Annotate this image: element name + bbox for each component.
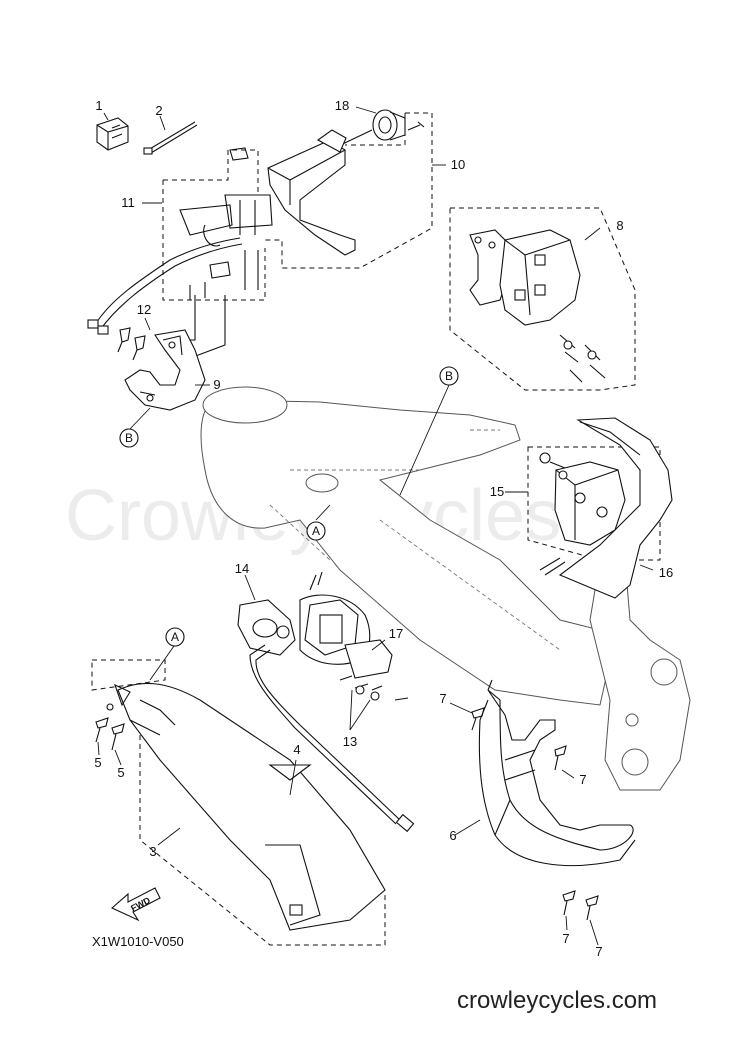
- svg-text:B: B: [125, 431, 133, 445]
- part-12-screws: [117, 327, 146, 361]
- fwd-arrow-icon: FWD: [110, 887, 161, 922]
- callout-18: 18: [335, 98, 349, 113]
- wire-harness-9: [87, 237, 243, 361]
- part-8-bracket: [469, 229, 606, 383]
- part-5-screws: [95, 703, 125, 751]
- callout-10: 10: [451, 157, 465, 172]
- part-15-bracket: [539, 452, 626, 576]
- part-6-cover: [478, 689, 636, 867]
- callout-15: 15: [490, 484, 504, 499]
- callout-13: 13: [343, 734, 357, 749]
- part-14-bracket: [237, 599, 296, 656]
- callout-12: 12: [137, 302, 151, 317]
- part-16-cover: [558, 417, 673, 599]
- svg-text:A: A: [312, 524, 320, 538]
- footer-url: crowleycycles.com: [457, 987, 657, 1014]
- callout-11: 11: [121, 195, 135, 210]
- callout-7b: 7: [579, 772, 586, 787]
- part-10-housing: [267, 129, 356, 256]
- ref-mark-b-left: B: [119, 428, 139, 448]
- callout-labels: 1 2 18 10 11 8 12 9 15 16 14 17 13 4 3 5…: [94, 98, 673, 959]
- callout-5b: 5: [117, 765, 124, 780]
- callout-4: 4: [293, 742, 300, 757]
- callout-8: 8: [616, 218, 623, 233]
- ref-mark-b-top: B: [439, 366, 459, 386]
- callout-9: 9: [213, 377, 220, 392]
- callout-7d: 7: [595, 944, 602, 959]
- leader-lines: [97, 106, 654, 946]
- callout-17: 17: [389, 626, 403, 641]
- drawing-code: X1W1010-V050: [92, 934, 184, 949]
- part-7-screws: [471, 679, 599, 921]
- part-17-switch: [299, 571, 409, 701]
- callout-7c: 7: [562, 931, 569, 946]
- callout-16: 16: [659, 565, 673, 580]
- part-10-group-outline: [262, 113, 433, 269]
- svg-text:B: B: [445, 369, 453, 383]
- part-3-group-outline: [91, 659, 386, 946]
- callout-7a: 7: [439, 691, 446, 706]
- callout-6: 6: [449, 828, 456, 843]
- part-11-bracket: [179, 147, 273, 300]
- svg-text:A: A: [171, 630, 179, 644]
- ref-mark-a-frame: A: [306, 521, 326, 541]
- part-3-cover: [114, 682, 386, 931]
- callout-3: 3: [149, 844, 156, 859]
- part-8-group-outline: [449, 207, 636, 391]
- ref-mark-a-cover: A: [165, 627, 185, 647]
- part-2-cable-tie: [143, 121, 198, 155]
- callout-1: 1: [95, 98, 102, 113]
- switch-cable: [249, 644, 415, 833]
- part-1-grommet: [96, 117, 129, 151]
- callout-5a: 5: [94, 755, 101, 770]
- callout-14: 14: [235, 561, 249, 576]
- part-11-group-outline: [162, 149, 266, 301]
- callout-2: 2: [155, 103, 162, 118]
- frame-drawing: [200, 386, 691, 791]
- part-9-bracket: [124, 329, 206, 411]
